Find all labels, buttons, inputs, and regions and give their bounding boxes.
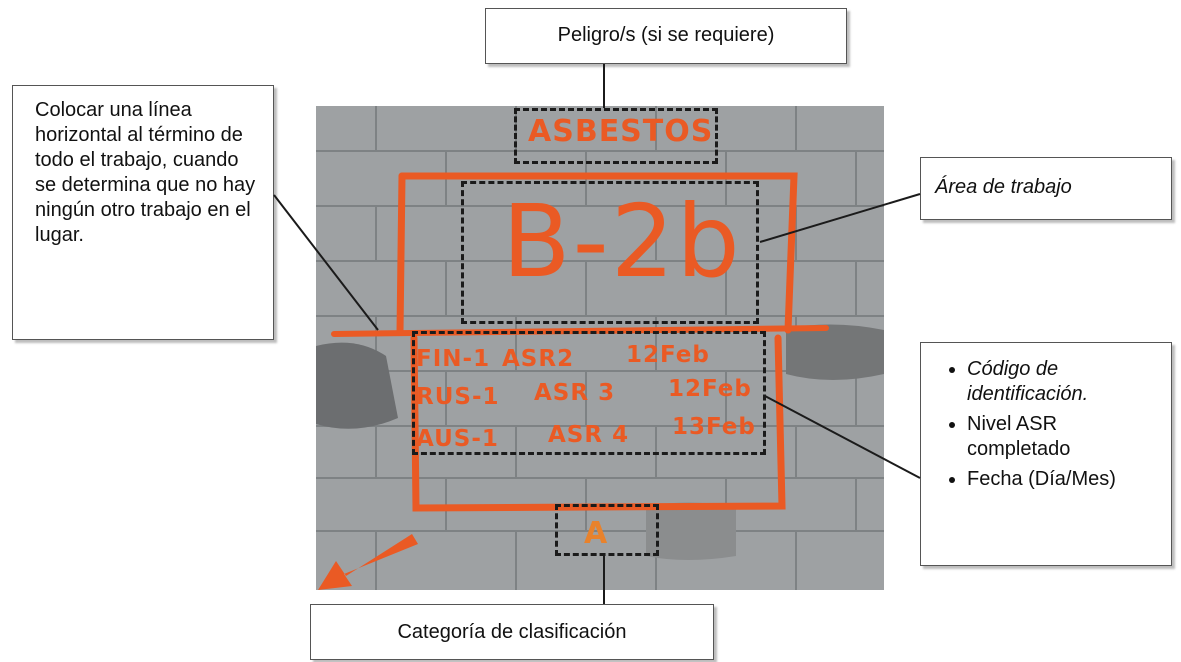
details-dashed-box xyxy=(412,331,766,455)
row-1-date: 12Feb xyxy=(626,342,710,368)
detail-date: Fecha (Día/Mes) xyxy=(967,467,1163,492)
area-spray-text: B-2b xyxy=(502,183,742,300)
detail-id-code-text: Código de identificación. xyxy=(967,358,1089,405)
category-dashed-box xyxy=(555,504,659,556)
row-1-team: FIN-1 xyxy=(416,346,491,372)
detail-date-text: Fecha (Día/Mes) xyxy=(967,468,1116,490)
row-3-team: AUS-1 xyxy=(416,426,499,452)
work-area-callout: Área de trabajo xyxy=(920,157,1172,220)
marked-wall-photo: ASBESTOS B-2b FIN-1 ASR2 12Feb RUS-1 ASR… xyxy=(316,106,884,590)
line-note-callout: Colocar una línea horizontal al término … xyxy=(12,85,274,340)
work-area-dashed-box xyxy=(461,181,759,324)
detail-asr-level-text: Nivel ASR completado xyxy=(967,413,1071,460)
hazard-callout: Peligro/s (si se requiere) xyxy=(485,8,847,64)
detail-asr-level: Nivel ASR completado xyxy=(967,412,1163,462)
row-2-team: RUS-1 xyxy=(416,384,500,410)
details-list: Código de identificación. Nivel ASR comp… xyxy=(921,357,1163,492)
row-2-date: 12Feb xyxy=(668,376,752,402)
classification-text: Categoría de clasificación xyxy=(397,621,627,643)
category-spray-text: A xyxy=(584,516,609,551)
work-area-text: Área de trabajo xyxy=(935,176,1072,198)
row-1-asr: ASR2 xyxy=(502,346,575,372)
classification-callout: Categoría de clasificación xyxy=(310,604,714,660)
block-wall xyxy=(316,106,884,590)
hazard-spray-text: ASBESTOS xyxy=(528,114,714,149)
detail-id-code: Código de identificación. xyxy=(967,357,1163,407)
hazard-callout-text: Peligro/s (si se requiere) xyxy=(557,24,775,46)
hazard-dashed-box xyxy=(514,108,718,164)
row-3-asr: ASR 4 xyxy=(548,422,630,448)
row-2-asr: ASR 3 xyxy=(534,380,616,406)
details-callout: Código de identificación. Nivel ASR comp… xyxy=(920,342,1172,566)
row-3-date: 13Feb xyxy=(672,414,756,440)
line-note-text: Colocar una línea horizontal al término … xyxy=(35,99,256,246)
